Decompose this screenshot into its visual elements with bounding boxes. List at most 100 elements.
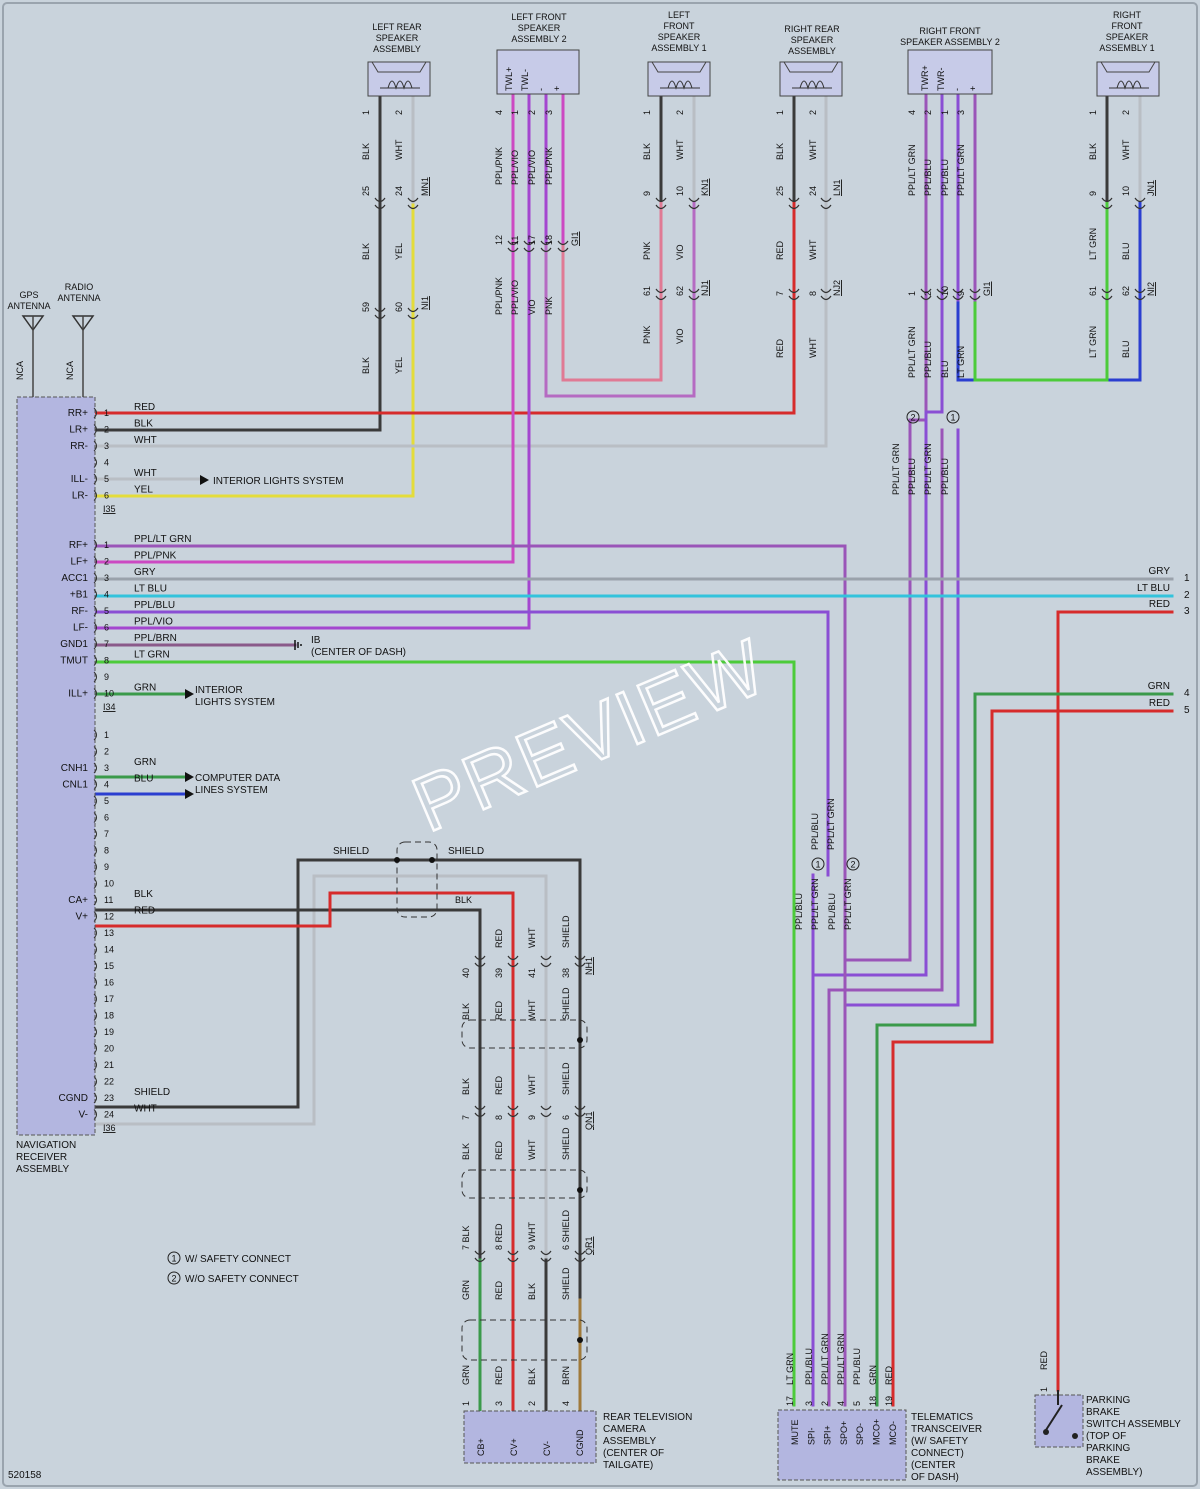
lr-minus-wire <box>94 94 415 498</box>
label: 6 <box>104 813 109 823</box>
connector-mark <box>474 1257 486 1263</box>
label: GRN <box>461 1280 471 1300</box>
left-front-speaker-2 <box>496 49 580 95</box>
label: SHIELD <box>561 915 571 948</box>
label: WHT <box>675 139 685 160</box>
label: SHIELD <box>561 1267 571 1300</box>
pin-mark <box>93 1076 97 1087</box>
label: 18 <box>104 1011 114 1021</box>
label: 10 <box>104 689 114 699</box>
lf1-vio-wire-b <box>544 198 696 398</box>
label: PARKING <box>1086 1443 1130 1454</box>
label: BLK <box>361 357 371 374</box>
label: 15 <box>104 961 114 971</box>
label: PPL/LT GRN <box>956 144 966 196</box>
connector-mark <box>688 204 700 210</box>
label: 7 <box>461 1115 471 1120</box>
shield-oval <box>461 1169 588 1199</box>
label: ASSEMBLY 1 <box>651 43 706 53</box>
label: 10 <box>675 186 685 196</box>
connector-mark <box>540 1105 552 1111</box>
label: 62 <box>675 286 685 296</box>
pin-mark <box>93 605 97 617</box>
label: PPL/LT GRN <box>134 534 191 545</box>
label: WHT <box>134 435 157 446</box>
label: 25 <box>361 186 371 196</box>
connector-mark <box>788 197 800 203</box>
label: 1 <box>361 110 371 115</box>
label: 24 <box>394 186 404 196</box>
connector-mark <box>1134 295 1146 301</box>
ground-icon <box>294 640 302 650</box>
label: PPL/BLU <box>804 1348 814 1385</box>
label: GRN <box>461 1365 471 1385</box>
label: LT GRN <box>956 346 966 378</box>
label: WHT <box>1121 139 1131 160</box>
label: 1 <box>1039 1387 1049 1392</box>
label: 25 <box>775 186 785 196</box>
label: 1 <box>510 110 520 115</box>
label: 24 <box>808 186 818 196</box>
label: (TOP OF <box>1086 1431 1126 1442</box>
label: RADIO <box>65 282 94 292</box>
pin-mark <box>93 894 97 906</box>
marker-number: 1 <box>171 1254 176 1264</box>
connector-mark <box>540 955 552 961</box>
label: 62 <box>1121 286 1131 296</box>
label: YEL <box>134 485 153 496</box>
label: BLU <box>134 774 153 785</box>
tel-red-wire <box>891 709 1174 1407</box>
label: BLK <box>461 1078 471 1095</box>
label: GRN <box>1148 681 1170 692</box>
connector-mark <box>952 295 964 301</box>
connector-mark <box>523 247 535 253</box>
connector-mark <box>688 197 700 203</box>
label: I34 <box>103 702 116 712</box>
label: CV- <box>542 1441 552 1456</box>
label: ASSEMBLY <box>603 1436 656 1447</box>
label: 2 <box>1121 110 1131 115</box>
label: 9 <box>104 672 109 682</box>
label: SHIELD <box>561 1062 571 1095</box>
label: 17 <box>785 1396 795 1406</box>
label: 12 <box>494 235 504 245</box>
pin-mark <box>93 1092 97 1104</box>
label: 9 WHT <box>527 1222 537 1251</box>
pin-mark <box>93 960 97 972</box>
label: NJ1 <box>700 280 710 296</box>
label: RED <box>1039 1350 1049 1370</box>
connector-mark <box>507 247 519 253</box>
speaker-coil-icon <box>387 80 413 90</box>
label: GI1 <box>982 281 992 296</box>
label: BLU <box>1121 242 1131 260</box>
label: 3 <box>544 110 554 115</box>
label: RR+ <box>68 408 88 419</box>
label: ANTENNA <box>57 293 100 303</box>
connector-mark <box>1134 197 1146 203</box>
components <box>16 49 1160 1481</box>
label: CA+ <box>68 895 88 906</box>
connector-mark <box>540 247 552 253</box>
label: PPL/LT GRN <box>923 443 933 495</box>
v-plus-wire <box>94 891 515 1412</box>
label: 40 <box>461 968 471 978</box>
lf-minus-wire <box>94 94 531 630</box>
label: GI1 <box>570 231 580 246</box>
label: SHIELD <box>134 1087 170 1098</box>
label: WHT <box>527 927 537 948</box>
connector-mark <box>374 307 386 313</box>
speaker-cone-icon <box>783 61 839 73</box>
label: 1 <box>461 1401 471 1406</box>
label: PPL/BLU <box>940 458 950 495</box>
connector-mark <box>1101 197 1113 203</box>
rf-minus-nav-wire <box>94 610 830 877</box>
label: YEL <box>394 357 404 374</box>
label: 9 <box>104 862 109 872</box>
pin-mark <box>93 944 97 955</box>
label: CV+ <box>509 1438 519 1456</box>
label: 22 <box>104 1077 114 1087</box>
label: PARKING <box>1086 1395 1130 1406</box>
connector-mark <box>474 1250 486 1256</box>
label: QN1 <box>584 1111 594 1130</box>
right-front-speaker-2 <box>907 49 993 95</box>
